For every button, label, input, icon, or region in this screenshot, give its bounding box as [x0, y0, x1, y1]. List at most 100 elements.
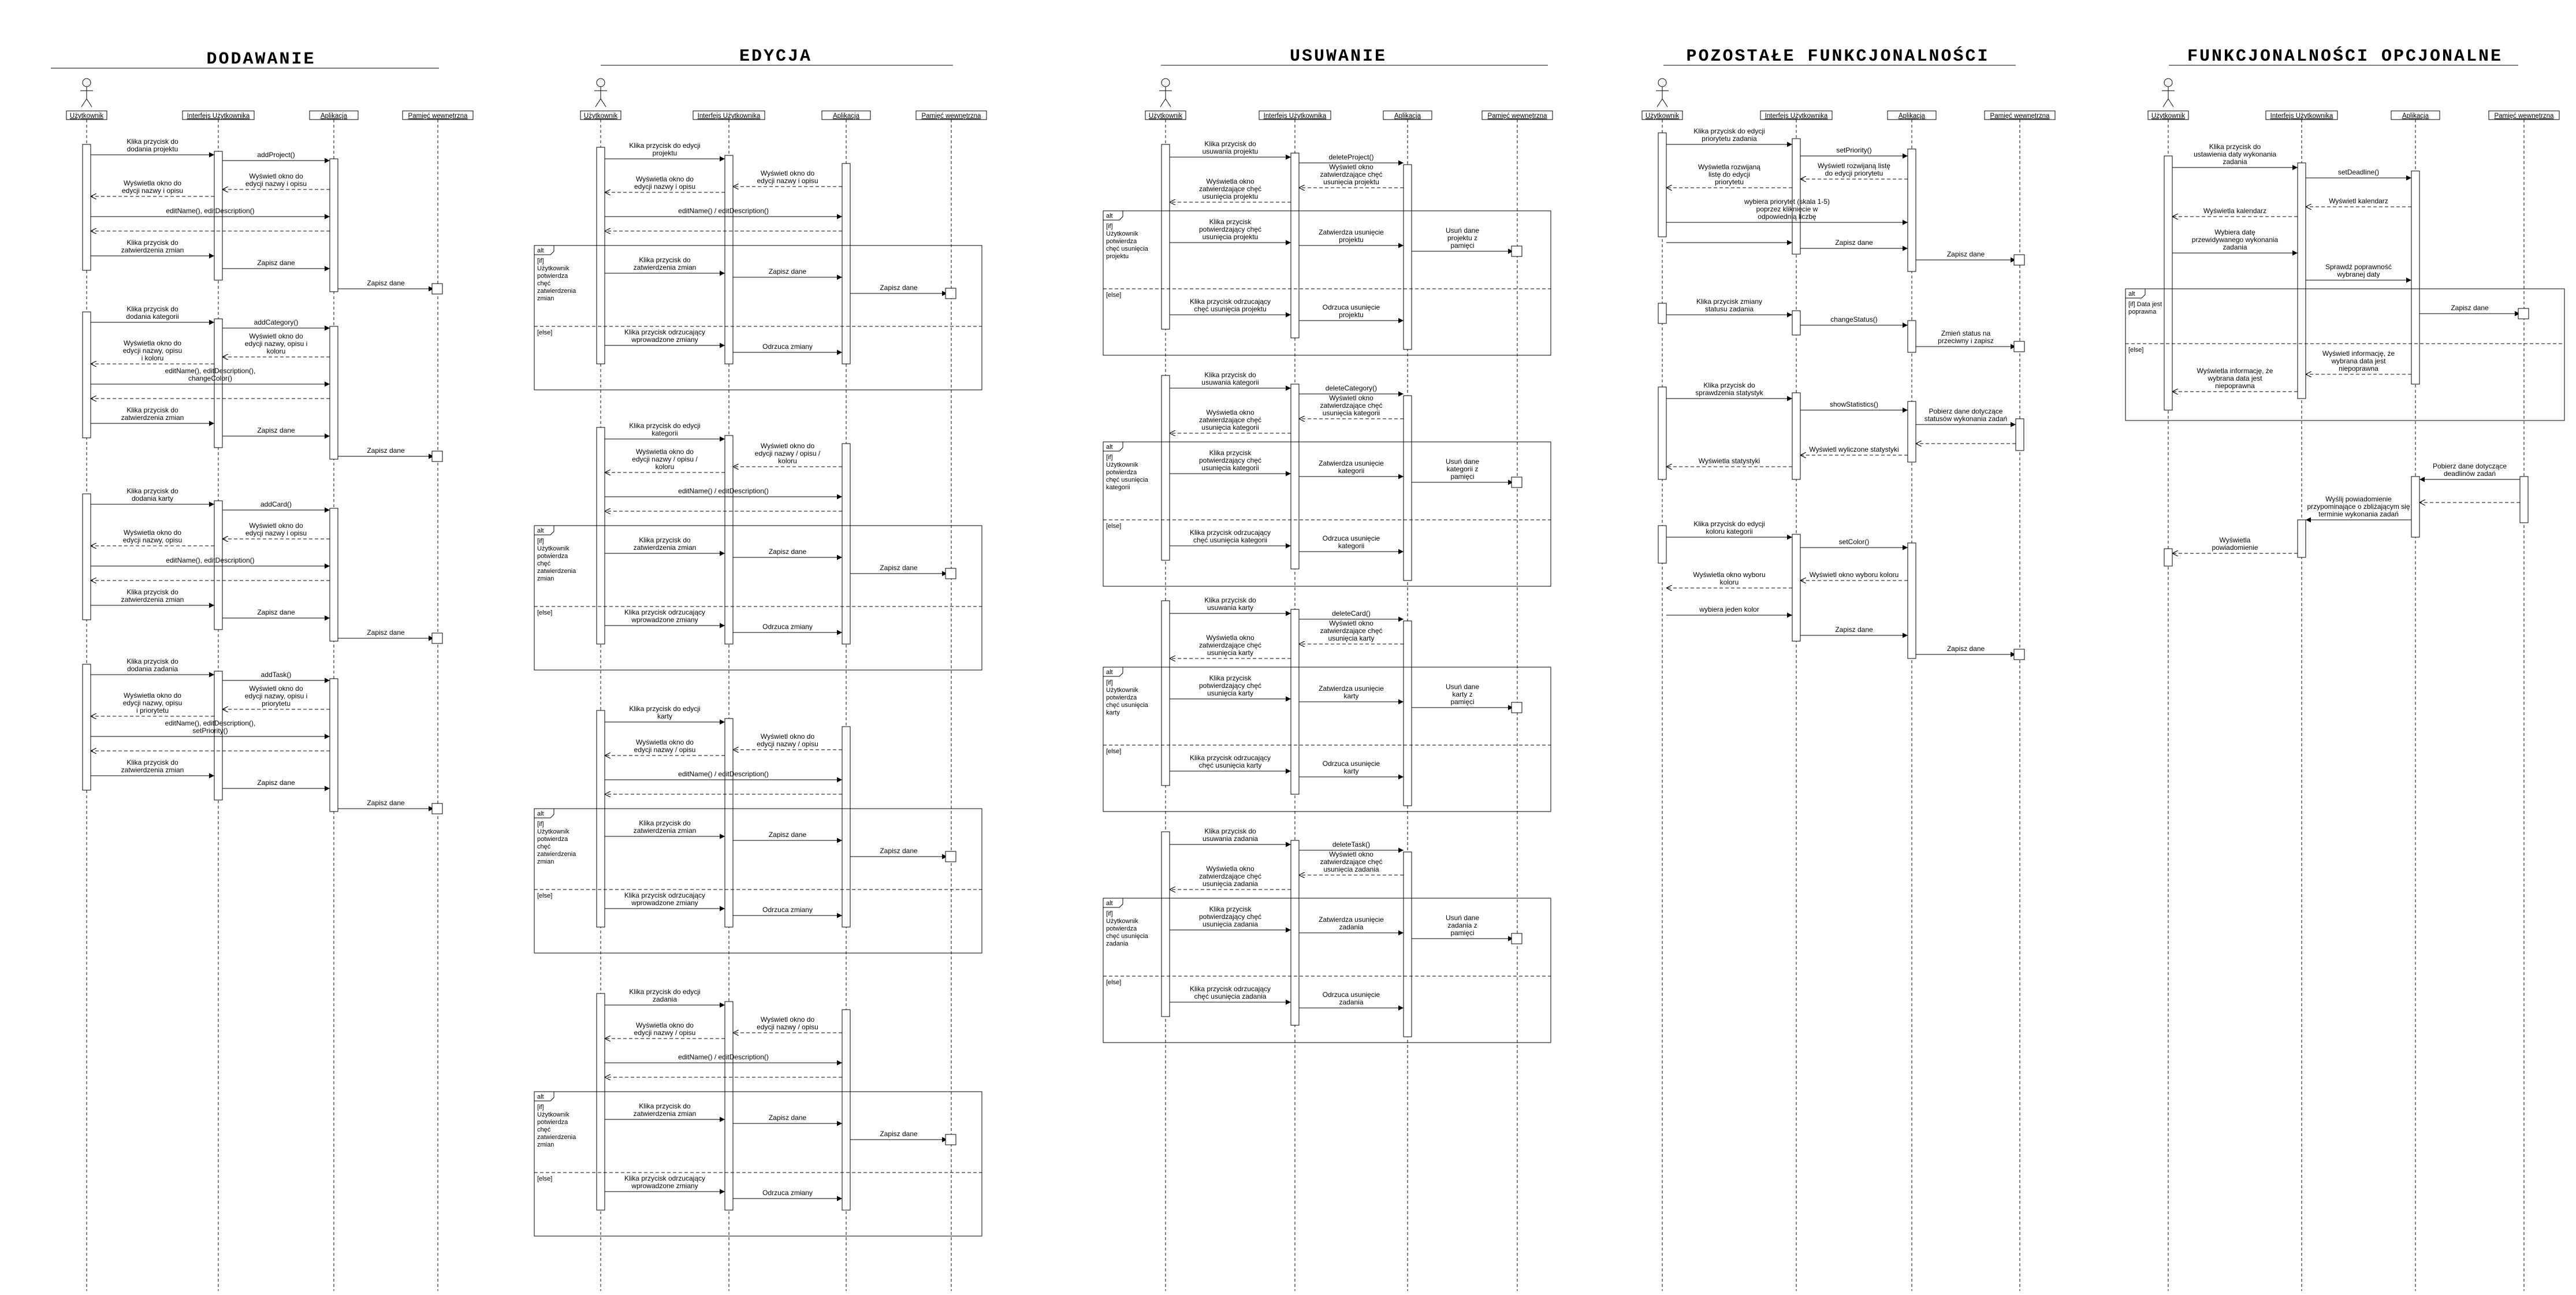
- message-label: Wyświetla kalendarz: [2203, 207, 2266, 215]
- message-label: deleteCard(): [1332, 609, 1371, 617]
- message-label: deleteCategory(): [1326, 384, 1377, 392]
- message-label: editName(), editDescription(),changeColo…: [165, 367, 256, 382]
- message-label: editName(), editDescription(),setPriorit…: [165, 719, 256, 735]
- activation-bar: [596, 993, 605, 1211]
- message-label: Zapisz dane: [769, 267, 807, 276]
- activation-bar: [2519, 476, 2529, 523]
- activation-bar: [329, 326, 338, 460]
- store-box: [2013, 254, 2025, 266]
- alt-fragment: [534, 808, 982, 954]
- store-box: [945, 851, 956, 862]
- activation-bar: [2164, 155, 2173, 411]
- activation-bar: [842, 163, 851, 364]
- activation-bar: [1792, 392, 1801, 480]
- alt-label: alt: [537, 247, 544, 254]
- store-box: [1511, 933, 1522, 944]
- store-box: [1511, 245, 1522, 257]
- activation-bar: [2164, 548, 2173, 567]
- else-label: [else]: [537, 329, 552, 336]
- message-label: editName() / editDescription(): [678, 487, 769, 495]
- alt-fragment: [1103, 667, 1551, 812]
- message-label: Zapisz dane: [1947, 250, 1985, 258]
- activation-bar: [842, 443, 851, 645]
- section-title-pozostale: POZOSTAŁE FUNKCJONALNOŚCI: [1686, 46, 1989, 66]
- section-title-usuwanie: USUWANIE: [1290, 47, 1387, 66]
- activation-bar: [329, 158, 338, 292]
- store-box: [431, 803, 443, 814]
- alt-tag: [2125, 289, 2146, 299]
- participant-label: Interfejs Użytkownika: [187, 113, 250, 120]
- participant-label: Aplikacja: [1899, 113, 1926, 120]
- activation-bar: [1161, 375, 1170, 561]
- store-box: [1511, 477, 1522, 488]
- alt-tag: [534, 526, 554, 535]
- alt-tag: [534, 809, 554, 818]
- participant-label: Użytkownik: [584, 113, 617, 120]
- message-label: Odrzuca zmiany: [762, 906, 813, 914]
- message-label: Zapisz dane: [2451, 304, 2489, 312]
- participant-label: Pamięć wewnętrzna: [922, 113, 982, 120]
- participant-label: Pamięć wewnętrzna: [408, 113, 468, 120]
- activation-bar: [214, 318, 223, 448]
- activation-bar: [1658, 525, 1667, 564]
- alt-fragment: [1103, 898, 1551, 1043]
- actor-figure: [2162, 87, 2175, 107]
- alt-fragment: [1103, 441, 1551, 587]
- activation-bar: [596, 147, 605, 364]
- activation-bar: [329, 508, 338, 642]
- message-label: Zapisz dane: [769, 1114, 807, 1122]
- activation-bar: [1792, 138, 1801, 255]
- activation-bar: [1907, 542, 1916, 659]
- alt-fragment: [534, 525, 982, 671]
- activation-bar: [329, 678, 338, 812]
- alt-tag: [534, 1092, 554, 1102]
- message-label: addProject(): [257, 151, 295, 159]
- else-label: [else]: [537, 892, 552, 899]
- activation-bar: [2411, 170, 2420, 385]
- store-box: [945, 288, 956, 299]
- actor-icon: [596, 78, 605, 87]
- alt-label: alt: [537, 810, 544, 817]
- message-label: Zapisz dane: [367, 628, 405, 637]
- section-title-opcjonalne: FUNKCJONALNOŚCI OPCJONALNE: [2187, 46, 2503, 66]
- participant-label: Interfejs Użytkownika: [1765, 113, 1828, 120]
- alt-tag: [1103, 667, 1123, 677]
- participant-label: Aplikacja: [1394, 113, 1421, 120]
- activation-bar: [1290, 384, 1300, 570]
- activation-bar: [1403, 851, 1412, 1037]
- message-label: Odrzuca zmiany: [762, 343, 813, 351]
- else-label: [else]: [537, 609, 552, 616]
- else-label: [else]: [1106, 523, 1121, 530]
- activation-bar: [214, 671, 223, 801]
